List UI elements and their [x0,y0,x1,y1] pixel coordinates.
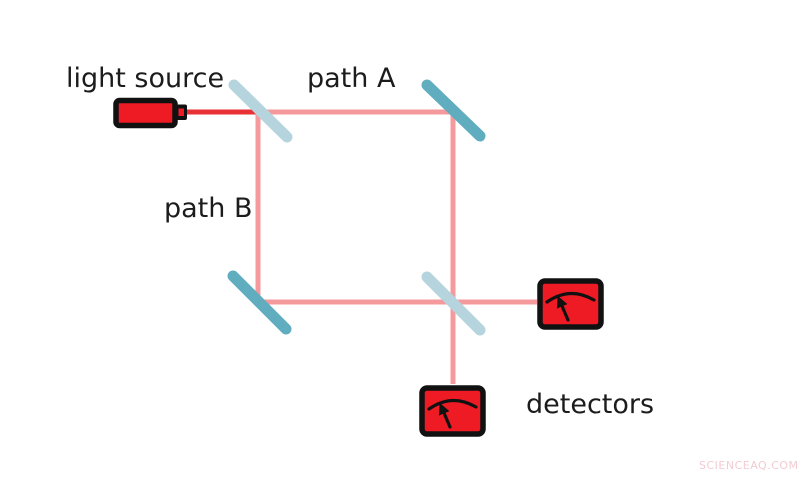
laser-icon [113,97,187,129]
watermark-text: SCIENCEAQ.COM [699,459,799,472]
input-beam-splitter-icon [228,79,293,143]
detector-bottom-icon [422,388,483,434]
path-b-label: path B [164,193,253,224]
mirror-top-right-icon [421,79,486,142]
detector-right-icon [540,281,601,327]
light-source-label: light source [66,63,225,94]
output-beam-splitter-icon [421,271,486,336]
detectors-label: detectors [526,389,655,420]
mirror-bottom-left-icon [227,270,292,335]
path-a-label: path A [307,63,396,94]
